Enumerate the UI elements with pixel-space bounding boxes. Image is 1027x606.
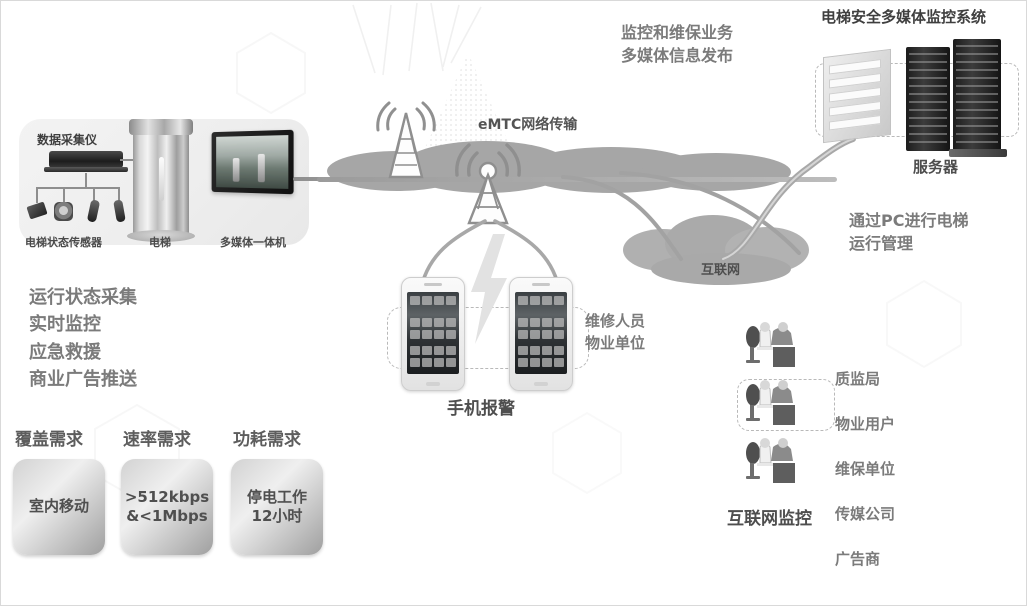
entity-item: 广告商 bbox=[835, 549, 881, 568]
cell-tower-icon bbox=[375, 89, 437, 181]
multimedia-label: 多媒体一体机 bbox=[220, 236, 286, 249]
emtc-label: eMTC网络传输 bbox=[478, 117, 578, 133]
phone-alarm-label: 手机报警 bbox=[447, 399, 515, 419]
data-collector-device bbox=[44, 151, 128, 172]
tower-to-phone-links bbox=[421, 219, 559, 283]
entity-item: 维保单位 bbox=[835, 459, 896, 478]
monitor-entity-list: 质监局 物业用户 维保单位 传媒公司 广告商 bbox=[835, 345, 895, 593]
hexagon-watermark bbox=[886, 279, 962, 369]
requirement-value: 停电工作 12小时 bbox=[246, 487, 307, 526]
alarm-bolt-icon bbox=[471, 234, 507, 344]
tree-line bbox=[36, 187, 38, 203]
tree-line bbox=[85, 173, 87, 187]
requirement-box: >512kbps &<1Mbps bbox=[121, 459, 213, 555]
collector-to-elevator-line bbox=[120, 159, 144, 161]
entity-item: 物业用户 bbox=[835, 414, 896, 433]
requirement-value: >512kbps &<1Mbps bbox=[124, 487, 210, 526]
multimedia-screen bbox=[211, 129, 294, 195]
sensor-icon bbox=[54, 202, 73, 221]
function-list: 运行状态采集 实时监控 应急救援 商业广告推送 bbox=[29, 287, 137, 391]
operator-workstation-icon bbox=[746, 380, 795, 425]
collector-label: 数据采集仪 bbox=[37, 133, 98, 147]
requirement-title: 功耗需求 bbox=[233, 430, 301, 450]
elevator-illustration bbox=[127, 119, 195, 242]
smartphone-alarm[interactable] bbox=[401, 277, 465, 391]
tree-line bbox=[118, 187, 120, 203]
rack-base bbox=[949, 149, 1007, 157]
hexagon-watermark bbox=[236, 31, 306, 115]
pc-management-note: 通过PC进行电梯 运行管理 bbox=[849, 211, 969, 254]
internet-monitor-label: 互联网监控 bbox=[727, 509, 812, 529]
requirement-box: 室内移动 bbox=[13, 459, 105, 555]
network-cables bbox=[561, 171, 801, 261]
light-rays-watermark bbox=[352, 2, 482, 76]
cell-tower-icon bbox=[453, 131, 523, 227]
internet-label: 互联网 bbox=[701, 263, 741, 278]
system-title: 电梯安全多媒体监控系统 bbox=[821, 8, 987, 26]
network-cloud bbox=[641, 153, 791, 191]
hexagon-watermark bbox=[552, 411, 622, 495]
worker-highlight bbox=[737, 379, 835, 431]
sensor-group-label: 电梯状态传感器 bbox=[25, 236, 102, 249]
elevator-label: 电梯 bbox=[149, 236, 171, 249]
tree-line bbox=[93, 187, 95, 203]
server-building-icon bbox=[823, 48, 891, 144]
smartphone-alarm[interactable] bbox=[509, 277, 573, 391]
requirement-box: 停电工作 12小时 bbox=[231, 459, 323, 555]
entity-item: 传媒公司 bbox=[835, 504, 896, 523]
monitoring-note: 监控和维保业务 多媒体信息发布 bbox=[621, 23, 734, 66]
entity-item: 质监局 bbox=[835, 369, 881, 388]
operator-workstation-icon bbox=[746, 438, 795, 483]
phone-receivers-label: 维修人员 物业单位 bbox=[585, 312, 646, 352]
server-label: 服务器 bbox=[913, 158, 959, 176]
server-rack bbox=[906, 47, 950, 151]
operator-workstation-icon bbox=[746, 322, 795, 367]
internet-to-server-cable bbox=[720, 136, 856, 262]
requirement-title: 覆盖需求 bbox=[15, 430, 83, 450]
tree-line bbox=[63, 187, 65, 203]
requirement-title: 速率需求 bbox=[123, 430, 191, 450]
tree-line bbox=[36, 187, 120, 189]
server-rack bbox=[953, 39, 1001, 151]
requirement-value: 室内移动 bbox=[28, 497, 89, 516]
